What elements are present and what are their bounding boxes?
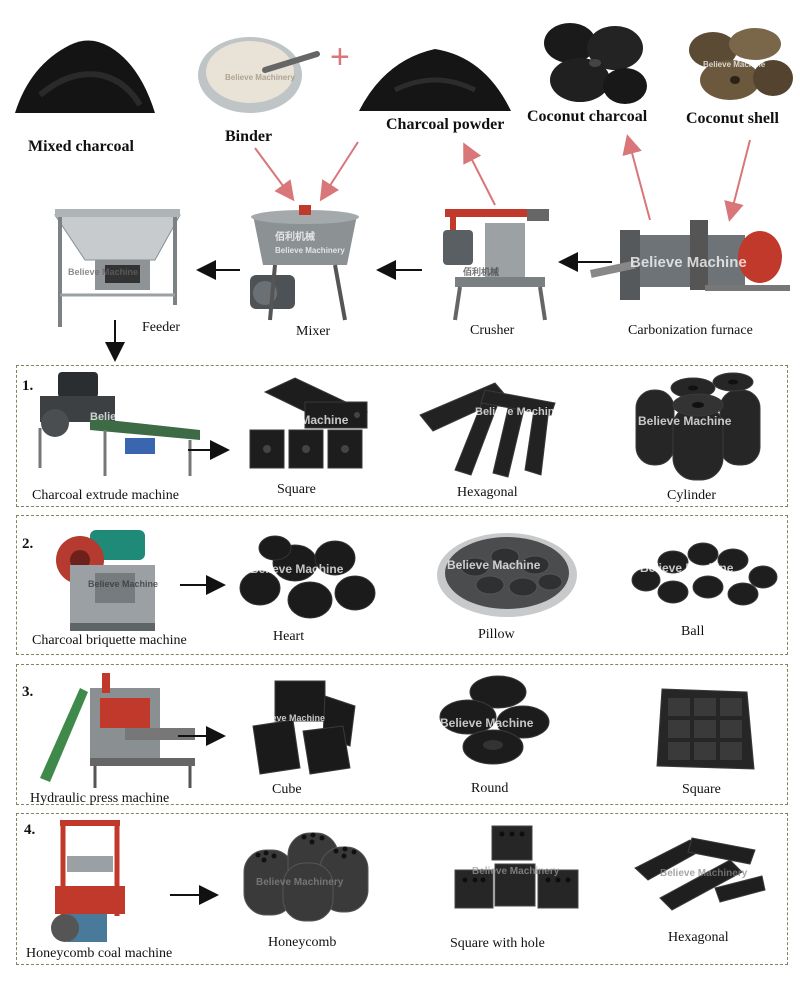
panel-2-product-1: Heart	[273, 629, 305, 644]
crusher-image: 佰利机械	[443, 209, 549, 321]
product-cylinder-image: Believe Machine	[635, 372, 761, 481]
product-honeycomb-image: Believe Machinery	[243, 832, 369, 922]
arrow-shell-to-furnace	[724, 139, 751, 222]
carbonization-furnace-label: Carbonization furnace	[628, 323, 753, 338]
panel-4-number: 4.	[24, 822, 36, 838]
flow-arrows-black	[105, 252, 612, 362]
binder-watermark: Believe Machinery	[225, 73, 295, 82]
product-hexagonal-image: Believe Machine	[419, 382, 561, 478]
panel-4-machine-label: Honeycomb coal machine	[26, 946, 173, 961]
panel-2-number: 2.	[22, 536, 34, 552]
briquette-watermark: Believe Machine	[88, 579, 158, 589]
extrude-machine-image: Believe Machine	[38, 372, 200, 476]
feeder-image: Believe Machine	[54, 209, 181, 327]
square-hole-watermark: Believe Machinery	[472, 866, 560, 877]
honeycomb-machine-image	[51, 820, 125, 942]
mixer-watermark-cjk: 佰利机械	[275, 230, 315, 243]
product-heart-image: Believe Machine	[239, 535, 376, 619]
panel-1-product-2: Hexagonal	[457, 485, 518, 500]
product-square-with-hole-image: Believe Machinery	[454, 825, 579, 909]
mixed-charcoal-label: Mixed charcoal	[28, 138, 134, 155]
panel-1-number: 1.	[22, 378, 34, 394]
arrow-powder-to-mixer	[319, 141, 359, 202]
extrude-watermark: Believe Machine	[90, 411, 176, 423]
product-hexagonal-4-image: Believe Machinery	[634, 837, 766, 911]
arrow-furnace-to-coconut-charcoal	[622, 134, 651, 221]
product-pillow-image: Believe Machine	[437, 533, 577, 617]
panel-2-machine-label: Charcoal briquette machine	[32, 633, 187, 648]
coconut-shell-label: Coconut shell	[686, 110, 779, 127]
mixer-watermark: Believe Machinery	[275, 246, 345, 255]
panel-2-product-3: Ball	[681, 624, 705, 639]
hydraulic-press-image	[40, 673, 195, 788]
flow-arrows-red	[254, 134, 751, 222]
round-watermark: Believe Machine	[440, 716, 534, 730]
panel-4-product-3: Hexagonal	[668, 930, 729, 945]
panel-3-machine-label: Hydraulic press machine	[30, 791, 170, 806]
mixer-label: Mixer	[296, 324, 331, 339]
product-square-tablet-image	[656, 688, 755, 770]
panel-4	[16, 813, 788, 965]
feeder-label: Feeder	[142, 320, 181, 335]
panel-2-product-2: Pillow	[478, 627, 515, 642]
coconut-charcoal-image	[544, 23, 647, 104]
coconut-charcoal-label: Coconut charcoal	[527, 108, 648, 125]
crusher-label: Crusher	[470, 323, 515, 338]
hexagonal-watermark: Believe Machine	[475, 406, 561, 418]
panel-3-number: 3.	[22, 684, 34, 700]
hexagonal-4-watermark: Believe Machinery	[660, 868, 748, 879]
feeder-watermark: Believe Machine	[68, 267, 138, 277]
panel-4-product-2: Square with hole	[450, 936, 545, 951]
coconut-shell-image: Believe Machine	[689, 28, 793, 100]
honeycomb-watermark: Believe Machinery	[256, 877, 344, 888]
arrow-binder-to-mixer	[254, 147, 295, 202]
cube-watermark: Believe Machine	[255, 713, 325, 723]
heart-watermark: Believe Machine	[250, 562, 344, 576]
panel-3-product-2: Round	[471, 781, 509, 796]
panel-1-machine-label: Charcoal extrude machine	[32, 488, 179, 503]
carbonization-furnace-image: Believe Machine	[590, 220, 790, 300]
mixed-charcoal-image	[15, 40, 155, 113]
product-square-image: Believe Machine	[249, 377, 369, 469]
panel-4-product-1: Honeycomb	[268, 935, 337, 950]
product-round-image: Believe Machine	[439, 675, 550, 765]
crusher-watermark-cjk: 佰利机械	[463, 266, 499, 277]
plus-sign: +	[330, 38, 350, 76]
panel-2	[16, 515, 788, 655]
panel-3	[16, 664, 788, 805]
charcoal-powder-label: Charcoal powder	[386, 116, 505, 133]
product-ball-image: Believe Machine	[631, 542, 778, 606]
panel-1-product-1: Square	[277, 482, 316, 497]
panel-1-product-3: Cylinder	[667, 488, 716, 503]
binder-image: Believe Machinery	[198, 37, 320, 113]
arrow-crusher-to-powder	[463, 142, 496, 206]
panel-3-product-3: Square	[682, 782, 721, 797]
briquette-machine-image: Believe Machine	[56, 530, 158, 631]
panel-1	[16, 365, 788, 507]
binder-label: Binder	[225, 128, 273, 145]
coconut-shell-watermark: Believe Machine	[703, 60, 766, 69]
mixer-image: 佰利机械 Believe Machinery	[250, 205, 359, 321]
pillow-watermark: Believe Machine	[447, 558, 541, 572]
cylinder-watermark: Believe Machine	[638, 414, 732, 428]
panel-3-product-1: Cube	[272, 782, 302, 797]
furnace-watermark: Believe Machine	[630, 254, 747, 271]
product-cube-image: Believe Machine	[252, 680, 356, 775]
charcoal-powder-image	[359, 49, 511, 111]
square-watermark: Believe Machine	[255, 413, 349, 427]
ball-watermark: Believe Machine	[640, 561, 734, 575]
